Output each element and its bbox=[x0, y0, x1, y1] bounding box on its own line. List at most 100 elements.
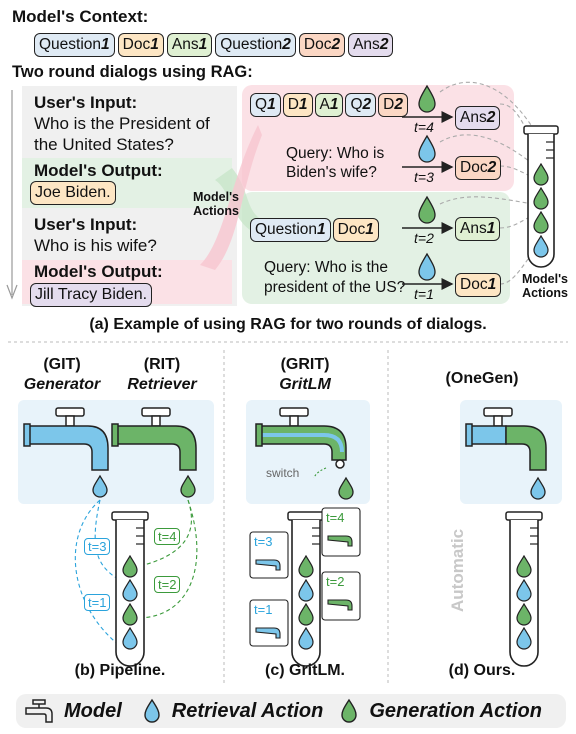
pipeline-t1: t=1 bbox=[84, 594, 111, 611]
model-actions-label-b: Actions bbox=[193, 204, 239, 218]
seq-a1: A1 bbox=[314, 93, 344, 117]
retriever-drop bbox=[180, 474, 196, 498]
grit-t3: t=3 bbox=[254, 534, 273, 549]
model-output-label-1: Model's Output: bbox=[34, 161, 163, 180]
step-t3 bbox=[402, 134, 454, 173]
step-t1 bbox=[402, 252, 454, 290]
timeline-arrowhead bbox=[6, 284, 18, 300]
context-title: Model's Context: bbox=[12, 7, 149, 26]
gritlm-tube bbox=[287, 511, 325, 667]
retrieval-drop-t1 bbox=[418, 252, 436, 281]
t4-label: t=4 bbox=[414, 119, 434, 135]
context-token: Doc1 bbox=[117, 33, 164, 57]
model-output-text-2: Jill Tracy Biden. bbox=[30, 283, 153, 307]
git-name: Generator bbox=[23, 376, 101, 393]
model-output-text-1: Joe Biden. bbox=[30, 181, 116, 205]
onegen-drop bbox=[530, 476, 546, 500]
seq-d1: D1 bbox=[282, 93, 313, 117]
seq-question1: Question1 bbox=[250, 218, 331, 242]
seq-q1: Q1 bbox=[250, 93, 281, 117]
context-token: Doc2 bbox=[298, 33, 346, 57]
user-input-label-2: User's Input: bbox=[34, 215, 138, 234]
doc1-output: Doc1 bbox=[455, 273, 502, 297]
context-token: Question1 bbox=[34, 33, 115, 57]
caption-c: (c) GritLM. bbox=[265, 662, 345, 679]
model-actions-label: Model's Actions bbox=[186, 190, 246, 218]
t3-label: t=3 bbox=[414, 169, 434, 185]
rag-title: Two round dialogs using RAG: bbox=[12, 63, 253, 81]
retriever-faucet bbox=[111, 407, 197, 471]
legend-bar: Model Retrieval Action Generation Action bbox=[16, 694, 566, 728]
step-t2 bbox=[402, 195, 454, 234]
grit-name: GritLM bbox=[279, 376, 331, 393]
pipeline-tube bbox=[111, 511, 149, 667]
caption-d: (d) Ours. bbox=[448, 662, 516, 679]
legend-model: Model bbox=[64, 699, 122, 722]
grit-t2: t=2 bbox=[326, 574, 345, 589]
pipeline-graphics bbox=[18, 400, 214, 667]
gritlm-drop bbox=[338, 476, 354, 500]
generation-drop-t2 bbox=[418, 195, 436, 224]
gritlm-graphics bbox=[246, 400, 370, 667]
tube-label-a: Model's bbox=[521, 272, 569, 286]
round1-sequence: Question1 Doc1 bbox=[250, 218, 379, 242]
user-input-text-1b: the United States? bbox=[34, 135, 174, 154]
query1-line-a: Query: Who is the bbox=[264, 259, 389, 276]
onegen-faucet bbox=[465, 407, 547, 471]
rag-actions-graphics bbox=[402, 81, 559, 290]
caption-b: (b) Pipeline. bbox=[74, 662, 166, 679]
rit-name: Retriever bbox=[127, 376, 197, 393]
query2: Query: Who is Biden's wife? bbox=[286, 144, 384, 182]
gritlm-faucet bbox=[255, 407, 347, 469]
user-input-label-1: User's Input: bbox=[34, 93, 138, 112]
legend-generation: Generation Action bbox=[369, 699, 542, 722]
git-label: (GIT) bbox=[43, 356, 81, 373]
t1-label: t=1 bbox=[414, 286, 434, 302]
generator-drop bbox=[92, 474, 108, 498]
switch-label: switch bbox=[266, 466, 300, 480]
ans1-output: Ans1 bbox=[455, 217, 501, 241]
query2-line-a: Query: Who is bbox=[286, 145, 385, 162]
generator-faucet bbox=[23, 407, 109, 471]
pipeline-t2: t=2 bbox=[154, 576, 181, 593]
context-token: Ans1 bbox=[166, 33, 213, 57]
user-input-text-2: Who is his wife? bbox=[34, 236, 157, 255]
seq-q2: Q2 bbox=[345, 93, 377, 117]
context-token: Question2 bbox=[215, 33, 296, 57]
pipeline-t4: t=4 bbox=[154, 528, 181, 545]
context-token: Ans2 bbox=[348, 33, 394, 57]
grit-t4: t=4 bbox=[326, 510, 345, 525]
rit-label: (RIT) bbox=[143, 356, 181, 373]
round2-sequence: Q1 D1 A1 Q2 D2 bbox=[250, 93, 408, 117]
automatic-label: Automatic bbox=[448, 528, 467, 612]
connector-pink bbox=[200, 125, 262, 270]
query2-line-b: Biden's wife? bbox=[286, 164, 377, 181]
query1-line-b: president of the US? bbox=[264, 279, 406, 296]
onegen-graphics bbox=[460, 400, 562, 667]
pipeline-t3: t=3 bbox=[84, 538, 111, 555]
step-t4 bbox=[402, 84, 454, 123]
grit-t1: t=1 bbox=[254, 602, 273, 617]
tube-label: Model's Actions bbox=[514, 272, 576, 300]
grit-mini-boxes bbox=[249, 507, 361, 647]
model-icon bbox=[25, 699, 53, 723]
test-tube bbox=[523, 125, 559, 268]
t2-label: t=2 bbox=[414, 230, 434, 246]
onegen-label: (OneGen) bbox=[445, 370, 519, 387]
user-input-text-1a: Who is the President of bbox=[34, 114, 210, 133]
retrieval-drop-t3 bbox=[418, 134, 436, 163]
query1: Query: Who is the president of the US? bbox=[264, 258, 405, 298]
legend-retrieval: Retrieval Action bbox=[171, 699, 324, 722]
model-output-label-2: Model's Output: bbox=[34, 262, 163, 281]
retrieval-drop-icon bbox=[144, 698, 160, 723]
doc2-output: Doc2 bbox=[455, 156, 502, 180]
generation-drop-icon bbox=[341, 698, 358, 723]
onegen-tube bbox=[505, 511, 543, 667]
switch-arrow bbox=[313, 467, 327, 479]
ans2-output: Ans2 bbox=[455, 106, 501, 130]
seq-d2: D2 bbox=[378, 93, 408, 117]
grit-label: (GRIT) bbox=[280, 356, 330, 373]
tube-label-b: Actions bbox=[522, 286, 568, 300]
